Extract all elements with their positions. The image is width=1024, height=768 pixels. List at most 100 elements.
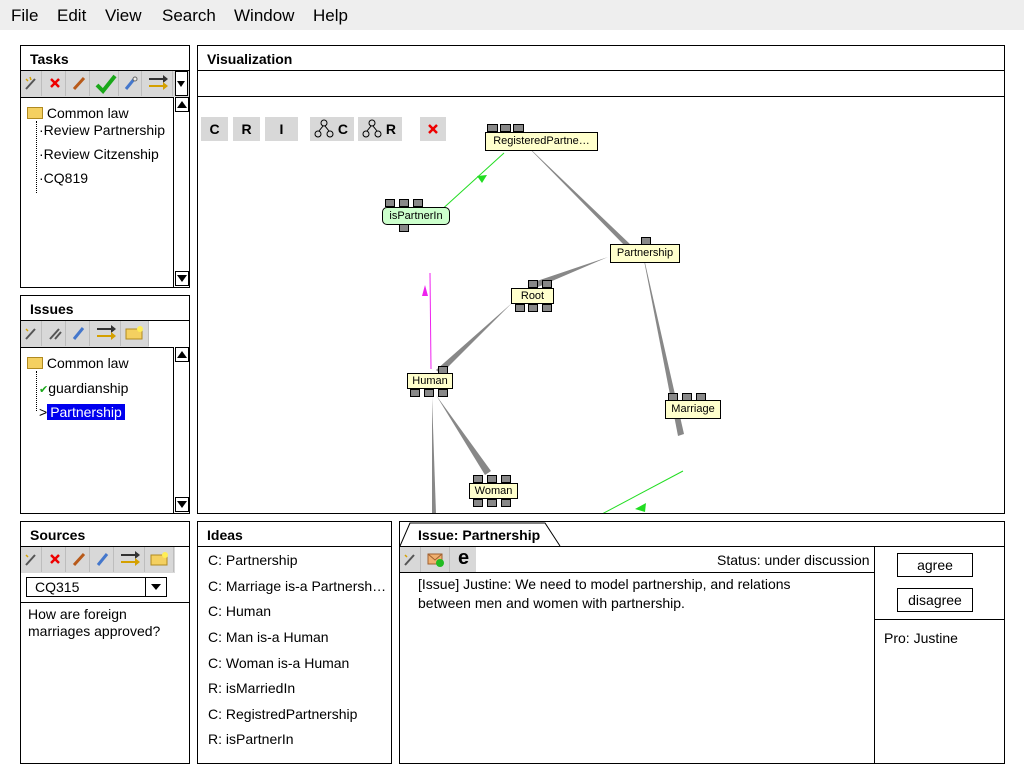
node-handle-icon[interactable]	[487, 475, 497, 483]
source-question: How are foreign marriages approved?	[28, 606, 161, 639]
delete-task-icon[interactable]	[45, 71, 66, 96]
new-folder-icon[interactable]	[123, 321, 149, 346]
tree-item[interactable]: ·Review Citzenship	[39, 146, 159, 162]
move-issue-arrows-icon[interactable]	[93, 321, 121, 346]
node-handle-icon[interactable]	[487, 124, 498, 132]
node-handle-icon[interactable]	[501, 499, 511, 507]
node-handle-icon[interactable]	[438, 389, 448, 397]
issue-status: Status: under discussion	[717, 552, 870, 568]
node-handle-icon[interactable]	[473, 475, 483, 483]
node-handle-icon[interactable]	[542, 304, 552, 312]
new-issue-wand-icon[interactable]	[21, 321, 42, 346]
close-icon	[428, 124, 438, 134]
tree-item[interactable]: Common law	[27, 103, 129, 123]
concept-layout-label: C	[337, 121, 348, 137]
graph-canvas[interactable]	[198, 97, 1004, 514]
node-woman[interactable]: Woman	[469, 483, 518, 499]
idea-item[interactable]: C: Marriage is-a Partnersh…	[208, 578, 387, 594]
scroll-down-icon[interactable]	[175, 497, 189, 512]
chevron-down-icon[interactable]	[145, 578, 166, 596]
new-folder-icon[interactable]	[148, 547, 174, 572]
new-task-wand-icon[interactable]	[21, 71, 42, 96]
concept-layout-button[interactable]: C	[310, 117, 354, 141]
relation-layout-button[interactable]: R	[358, 117, 402, 141]
node-handle-icon[interactable]	[542, 280, 552, 288]
tree-item[interactable]: ✔guardianship	[39, 378, 128, 398]
node-handle-icon[interactable]	[424, 389, 434, 397]
relation-filter-button[interactable]: R	[233, 117, 260, 141]
new-source-wand-icon[interactable]	[21, 547, 42, 572]
assign-source-icon[interactable]	[93, 547, 114, 572]
idea-item[interactable]: C: Human	[208, 603, 272, 619]
tasks-panel: Tasks Common law ·Review Partnership ·Re…	[20, 45, 190, 288]
menu-bar: File Edit View Search Window Help	[0, 0, 1024, 30]
assign-issue-icon[interactable]	[69, 321, 90, 346]
node-handle-icon[interactable]	[515, 304, 525, 312]
node-handle-icon[interactable]	[410, 389, 420, 397]
source-select[interactable]: CQ315	[26, 577, 167, 597]
tree-item[interactable]: ·Review Partnership	[39, 122, 166, 138]
node-registered-partnership[interactable]: RegisteredPartne…	[485, 132, 598, 151]
scroll-up-icon[interactable]	[175, 347, 189, 362]
tasks-scrollbar[interactable]	[173, 97, 189, 287]
node-handle-icon[interactable]	[399, 199, 409, 207]
menu-file[interactable]: File	[11, 6, 39, 25]
edit-task-pencil-icon[interactable]	[69, 71, 90, 96]
idea-item[interactable]: C: Woman is-a Human	[208, 655, 350, 671]
disagree-button[interactable]: disagree	[897, 588, 973, 612]
node-handle-icon[interactable]	[385, 199, 395, 207]
tasks-dropdown-icon[interactable]	[175, 71, 188, 96]
issues-scrollbar[interactable]	[173, 347, 189, 513]
node-marriage[interactable]: Marriage	[665, 400, 721, 419]
node-handle-icon[interactable]	[399, 224, 409, 232]
idea-item[interactable]: C: RegistredPartnership	[208, 706, 358, 722]
scroll-up-icon[interactable]	[175, 97, 189, 112]
node-handle-icon[interactable]	[513, 124, 524, 132]
menu-search[interactable]: Search	[162, 6, 216, 25]
issue-tab[interactable]: Issue: Partnership	[418, 527, 541, 543]
node-handle-icon[interactable]	[487, 499, 497, 507]
agree-button[interactable]: agree	[897, 553, 973, 577]
edge-arrow-icon	[422, 285, 428, 296]
idea-item[interactable]: C: Partnership	[208, 552, 298, 568]
tasks-title: Tasks	[30, 51, 69, 67]
node-root[interactable]: Root	[511, 288, 554, 304]
idea-item[interactable]: R: isPartnerIn	[208, 731, 294, 747]
menu-view[interactable]: View	[105, 6, 142, 25]
move-task-arrows-icon[interactable]	[145, 71, 173, 96]
mail-icon[interactable]	[424, 547, 450, 572]
node-handle-icon[interactable]	[473, 499, 483, 507]
scroll-down-icon[interactable]	[175, 271, 189, 286]
clear-graph-button[interactable]	[420, 117, 446, 141]
node-ispartnerin[interactable]: isPartnerIn	[382, 207, 450, 225]
assign-task-icon[interactable]	[121, 71, 142, 96]
tree-item[interactable]: Common law	[27, 353, 129, 373]
instance-filter-button[interactable]: I	[265, 117, 298, 141]
idea-item[interactable]: R: isMarriedIn	[208, 680, 296, 696]
tree-item[interactable]: ·CQ819	[39, 170, 89, 186]
new-idea-wand-icon[interactable]	[400, 547, 421, 572]
menu-edit[interactable]: Edit	[57, 6, 87, 25]
delete-source-icon[interactable]	[45, 547, 66, 572]
node-handle-icon[interactable]	[501, 475, 511, 483]
source-select-value: CQ315	[35, 579, 80, 595]
menu-help[interactable]: Help	[313, 6, 348, 25]
edit-e-icon[interactable]: e	[453, 547, 476, 572]
idea-item[interactable]: C: Man is-a Human	[208, 629, 329, 645]
edge-arrow-icon	[635, 503, 646, 512]
node-human[interactable]: Human	[407, 373, 453, 389]
hierarchy-icon	[362, 119, 382, 138]
concept-filter-button[interactable]: C	[201, 117, 228, 141]
node-partnership[interactable]: Partnership	[610, 244, 680, 263]
node-handle-icon[interactable]	[528, 280, 538, 288]
tree-label: Common law	[46, 105, 129, 121]
new-subissue-wand-icon[interactable]	[45, 321, 66, 346]
complete-task-check-icon[interactable]	[93, 71, 119, 96]
node-handle-icon[interactable]	[413, 199, 423, 207]
node-handle-icon[interactable]	[500, 124, 511, 132]
move-source-arrows-icon[interactable]	[117, 547, 145, 572]
menu-window[interactable]: Window	[234, 6, 295, 25]
edit-source-pencil-icon[interactable]	[69, 547, 90, 572]
tree-item[interactable]: >Partnership	[39, 402, 125, 422]
node-handle-icon[interactable]	[528, 304, 538, 312]
